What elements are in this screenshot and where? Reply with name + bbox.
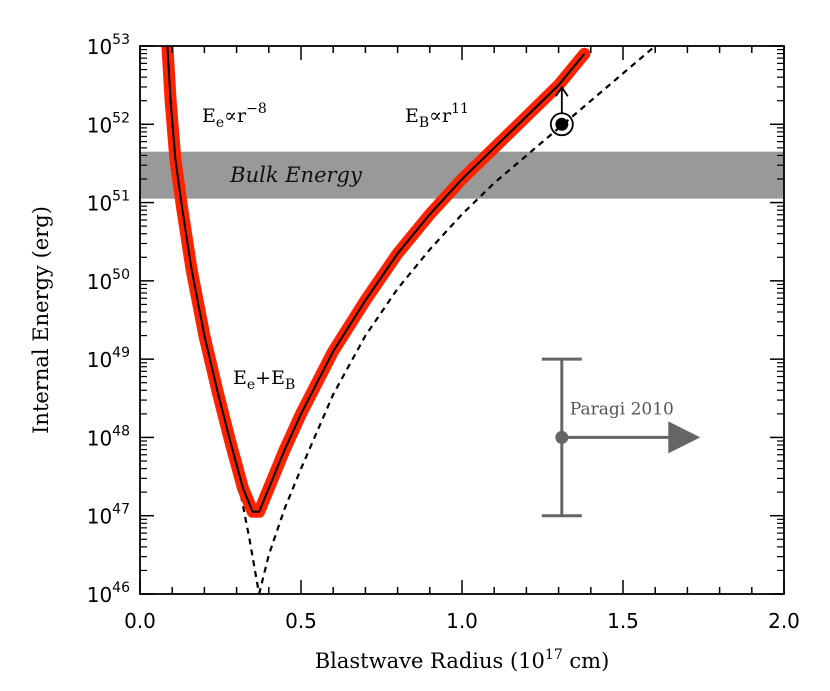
paragi-arrow-head: [668, 421, 701, 454]
x-axis-title: Blastwave Radius (1017 cm): [315, 647, 610, 673]
x-tick-label: 2.0: [768, 609, 800, 633]
limit-point-arrow-head: [555, 85, 569, 97]
y-tick-label: 1048: [87, 423, 130, 450]
y-tick-label: 1050: [87, 267, 130, 294]
paragi-label: Paragi 2010: [570, 399, 674, 419]
x-tick-label: 1.5: [607, 609, 639, 633]
y-tick-label: 1051: [87, 189, 130, 216]
y-tick-label: 1053: [87, 32, 130, 59]
plot-frame: [139, 45, 785, 595]
x-tick-label: 1.0: [446, 609, 478, 633]
paragi-point: [555, 430, 569, 444]
annotation-sum: Ee+EB: [233, 367, 295, 393]
y-tick-label: 1049: [87, 345, 130, 372]
series-sum-black: [166, 46, 586, 513]
annotation-ee-scaling: Ee∝r−8: [202, 101, 267, 131]
y-tick-label: 1047: [87, 502, 130, 529]
bulk-energy-label: Bulk Energy: [229, 163, 363, 187]
series-group: [161, 46, 656, 594]
x-tick-label: 0.0: [124, 609, 156, 633]
x-tick-label: 0.5: [285, 609, 317, 633]
y-axis-title: Internal Energy (erg): [29, 206, 53, 434]
y-tick-label: 1052: [87, 110, 130, 137]
limit-point-dot: [555, 117, 569, 131]
y-tick-label: 1046: [87, 580, 130, 607]
annotation-eb-scaling: EB∝r11: [405, 101, 469, 131]
series-eb-dashed: [258, 46, 656, 594]
